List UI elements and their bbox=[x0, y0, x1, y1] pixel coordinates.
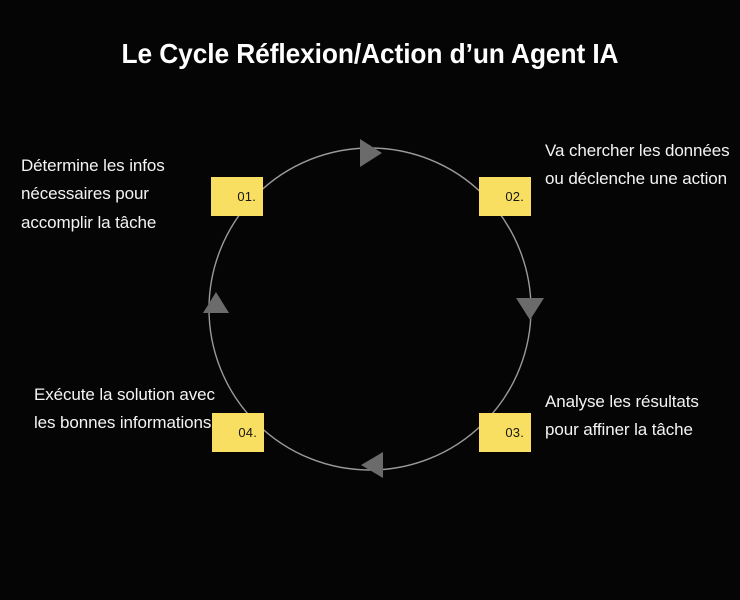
step-description-02: Va chercher les données ou déclenche une… bbox=[545, 141, 730, 189]
step-badge-03[interactable]: 03. bbox=[479, 413, 531, 452]
page-title: Le Cycle Réflexion/Action d’un Agent IA bbox=[121, 38, 619, 69]
arrow-bottom-icon bbox=[361, 452, 383, 478]
arrow-left-icon bbox=[203, 292, 229, 313]
arrow-right-icon bbox=[516, 298, 544, 320]
step-badge-03-label: 03. bbox=[505, 425, 524, 440]
step-description-01: Détermine les infos nécessaires pour acc… bbox=[21, 156, 165, 232]
arrow-top-icon bbox=[360, 139, 382, 167]
step-badge-01[interactable]: 01. bbox=[211, 177, 263, 216]
step-badge-01-label: 01. bbox=[237, 189, 256, 204]
step-badge-04[interactable]: 04. bbox=[212, 413, 264, 452]
step-description-04: Exécute la solution avec les bonnes info… bbox=[34, 385, 215, 433]
step-badge-04-label: 04. bbox=[238, 425, 257, 440]
step-badge-02[interactable]: 02. bbox=[479, 177, 531, 216]
step-badge-02-label: 02. bbox=[505, 189, 524, 204]
step-description-03: Analyse les résultats pour affiner la tâ… bbox=[545, 392, 699, 440]
